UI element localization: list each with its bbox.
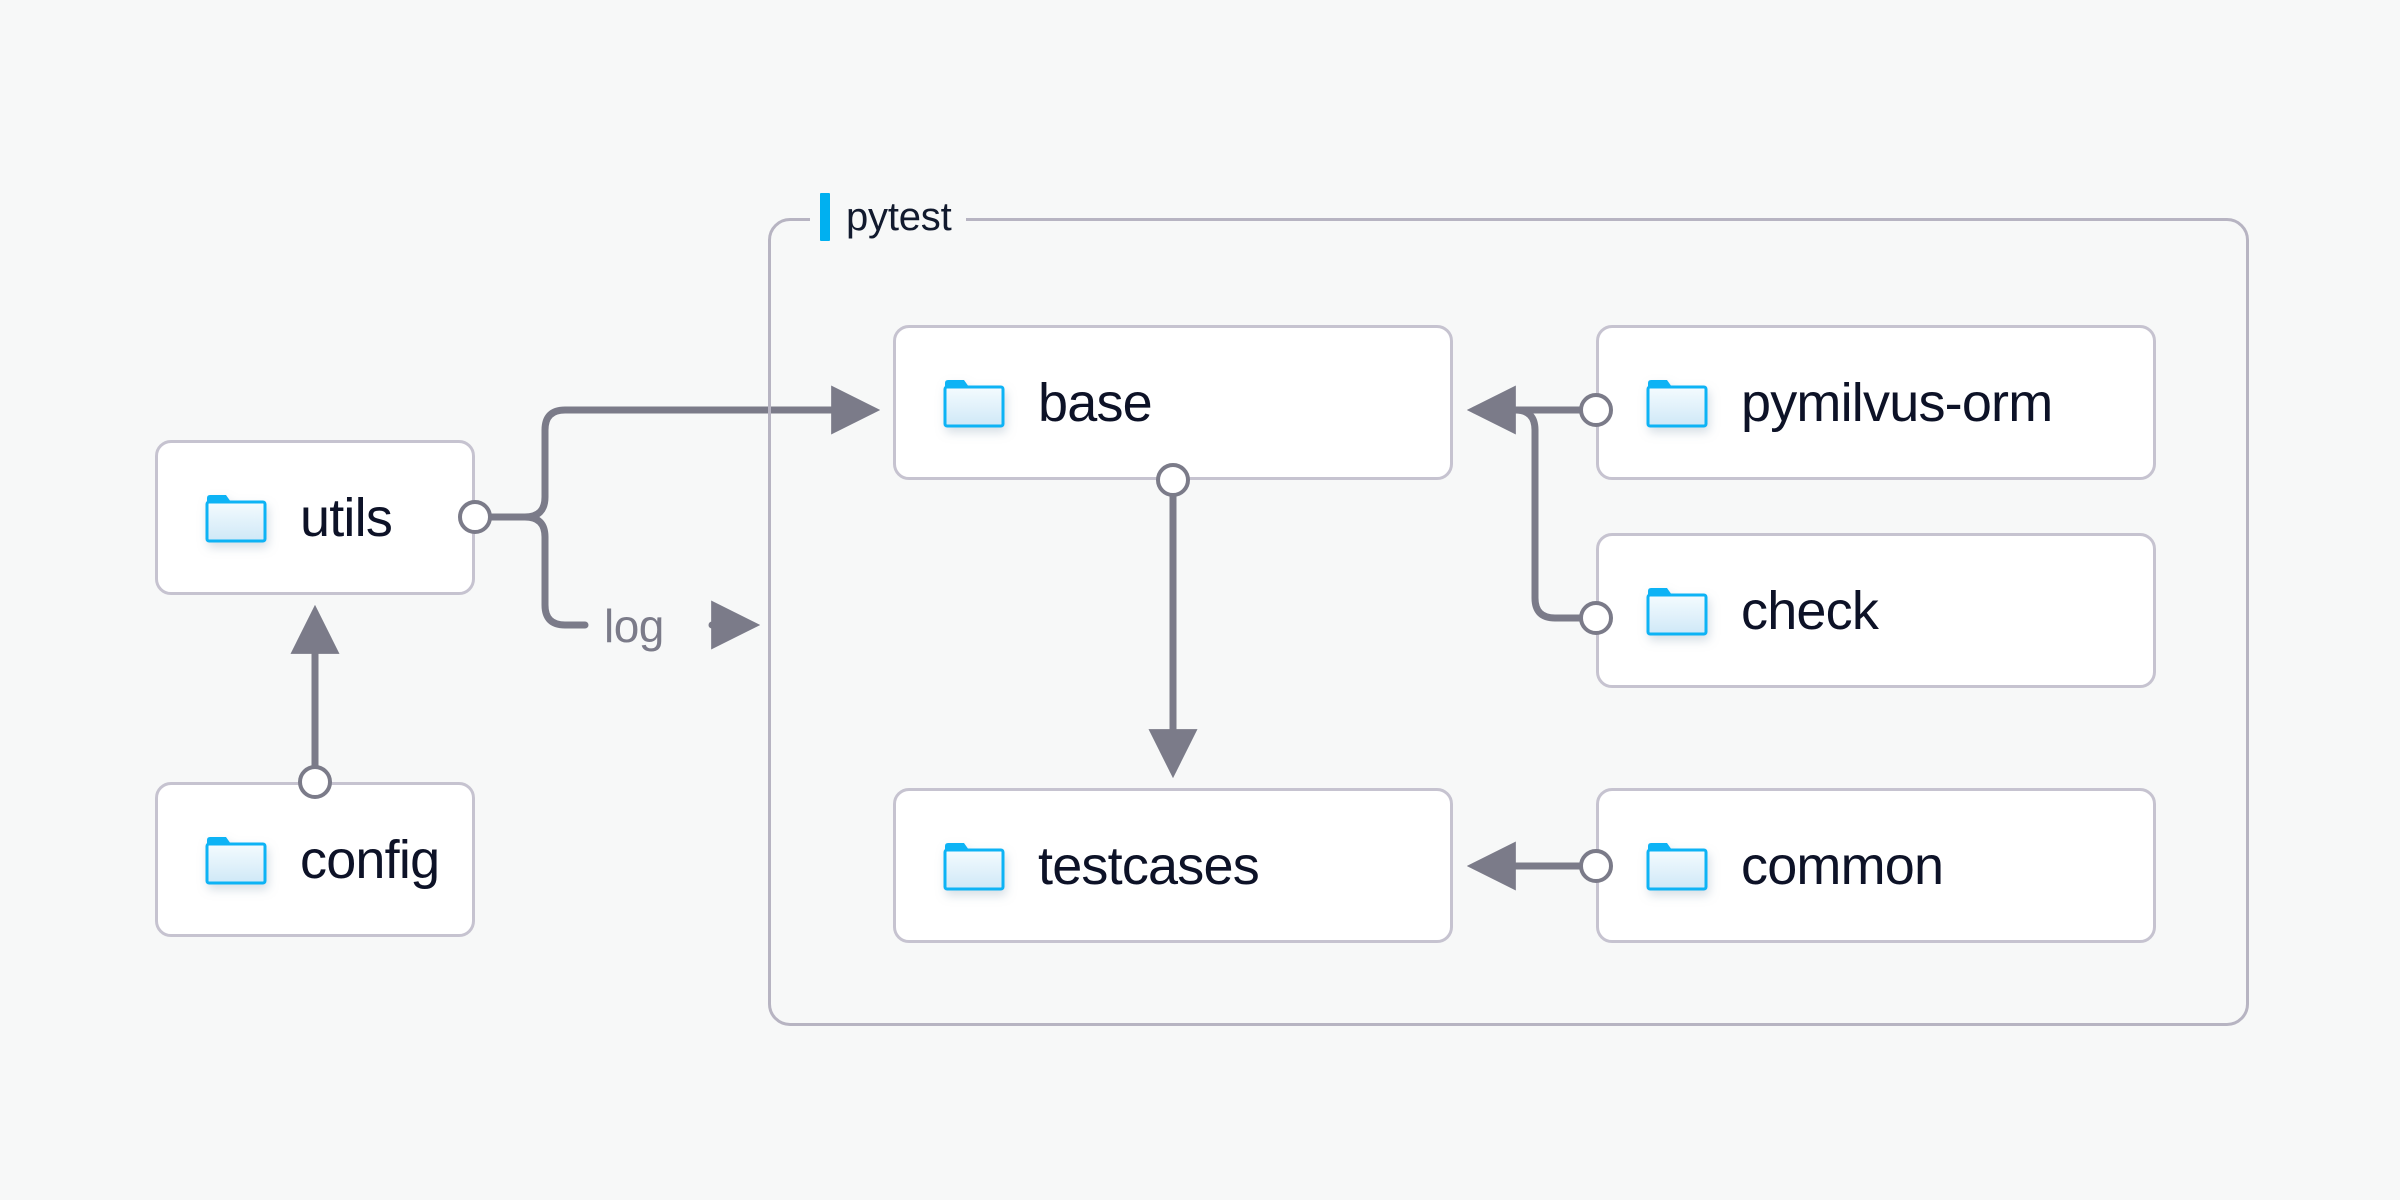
folder-icon bbox=[943, 842, 1005, 890]
node-config[interactable]: config bbox=[155, 782, 475, 937]
port-config-top[interactable] bbox=[298, 765, 332, 799]
port-common-left[interactable] bbox=[1579, 849, 1613, 883]
group-accent-bar bbox=[820, 193, 830, 241]
node-common-label: common bbox=[1741, 835, 1944, 896]
port-check-left[interactable] bbox=[1579, 601, 1613, 635]
edge-utils-to-log bbox=[488, 513, 589, 629]
node-base-label: base bbox=[1038, 372, 1153, 433]
edge-label-log: log bbox=[604, 600, 664, 652]
folder-icon bbox=[1646, 587, 1708, 635]
node-testcases-label: testcases bbox=[1038, 835, 1260, 896]
folder-icon bbox=[205, 494, 267, 542]
group-title-text: pytest bbox=[846, 194, 952, 239]
group-pytest-label: pytest bbox=[810, 190, 966, 244]
node-utils[interactable]: utils bbox=[155, 440, 475, 595]
node-common[interactable]: common bbox=[1596, 788, 2156, 943]
folder-icon bbox=[1646, 379, 1708, 427]
folder-icon bbox=[1646, 842, 1708, 890]
node-utils-label: utils bbox=[300, 487, 393, 548]
node-config-label: config bbox=[300, 829, 440, 890]
folder-icon bbox=[943, 379, 1005, 427]
port-base-bottom[interactable] bbox=[1156, 463, 1190, 497]
node-check[interactable]: check bbox=[1596, 533, 2156, 688]
node-check-label: check bbox=[1741, 580, 1879, 641]
node-pymilvus-orm-label: pymilvus-orm bbox=[1741, 372, 2053, 433]
node-pymilvus-orm[interactable]: pymilvus-orm bbox=[1596, 325, 2156, 480]
folder-icon bbox=[205, 836, 267, 884]
group-pytest[interactable] bbox=[768, 218, 2249, 1026]
node-base[interactable]: base bbox=[893, 325, 1453, 480]
port-utils-right[interactable] bbox=[458, 500, 492, 534]
node-testcases[interactable]: testcases bbox=[893, 788, 1453, 943]
port-pymilvus-orm-left[interactable] bbox=[1579, 393, 1613, 427]
